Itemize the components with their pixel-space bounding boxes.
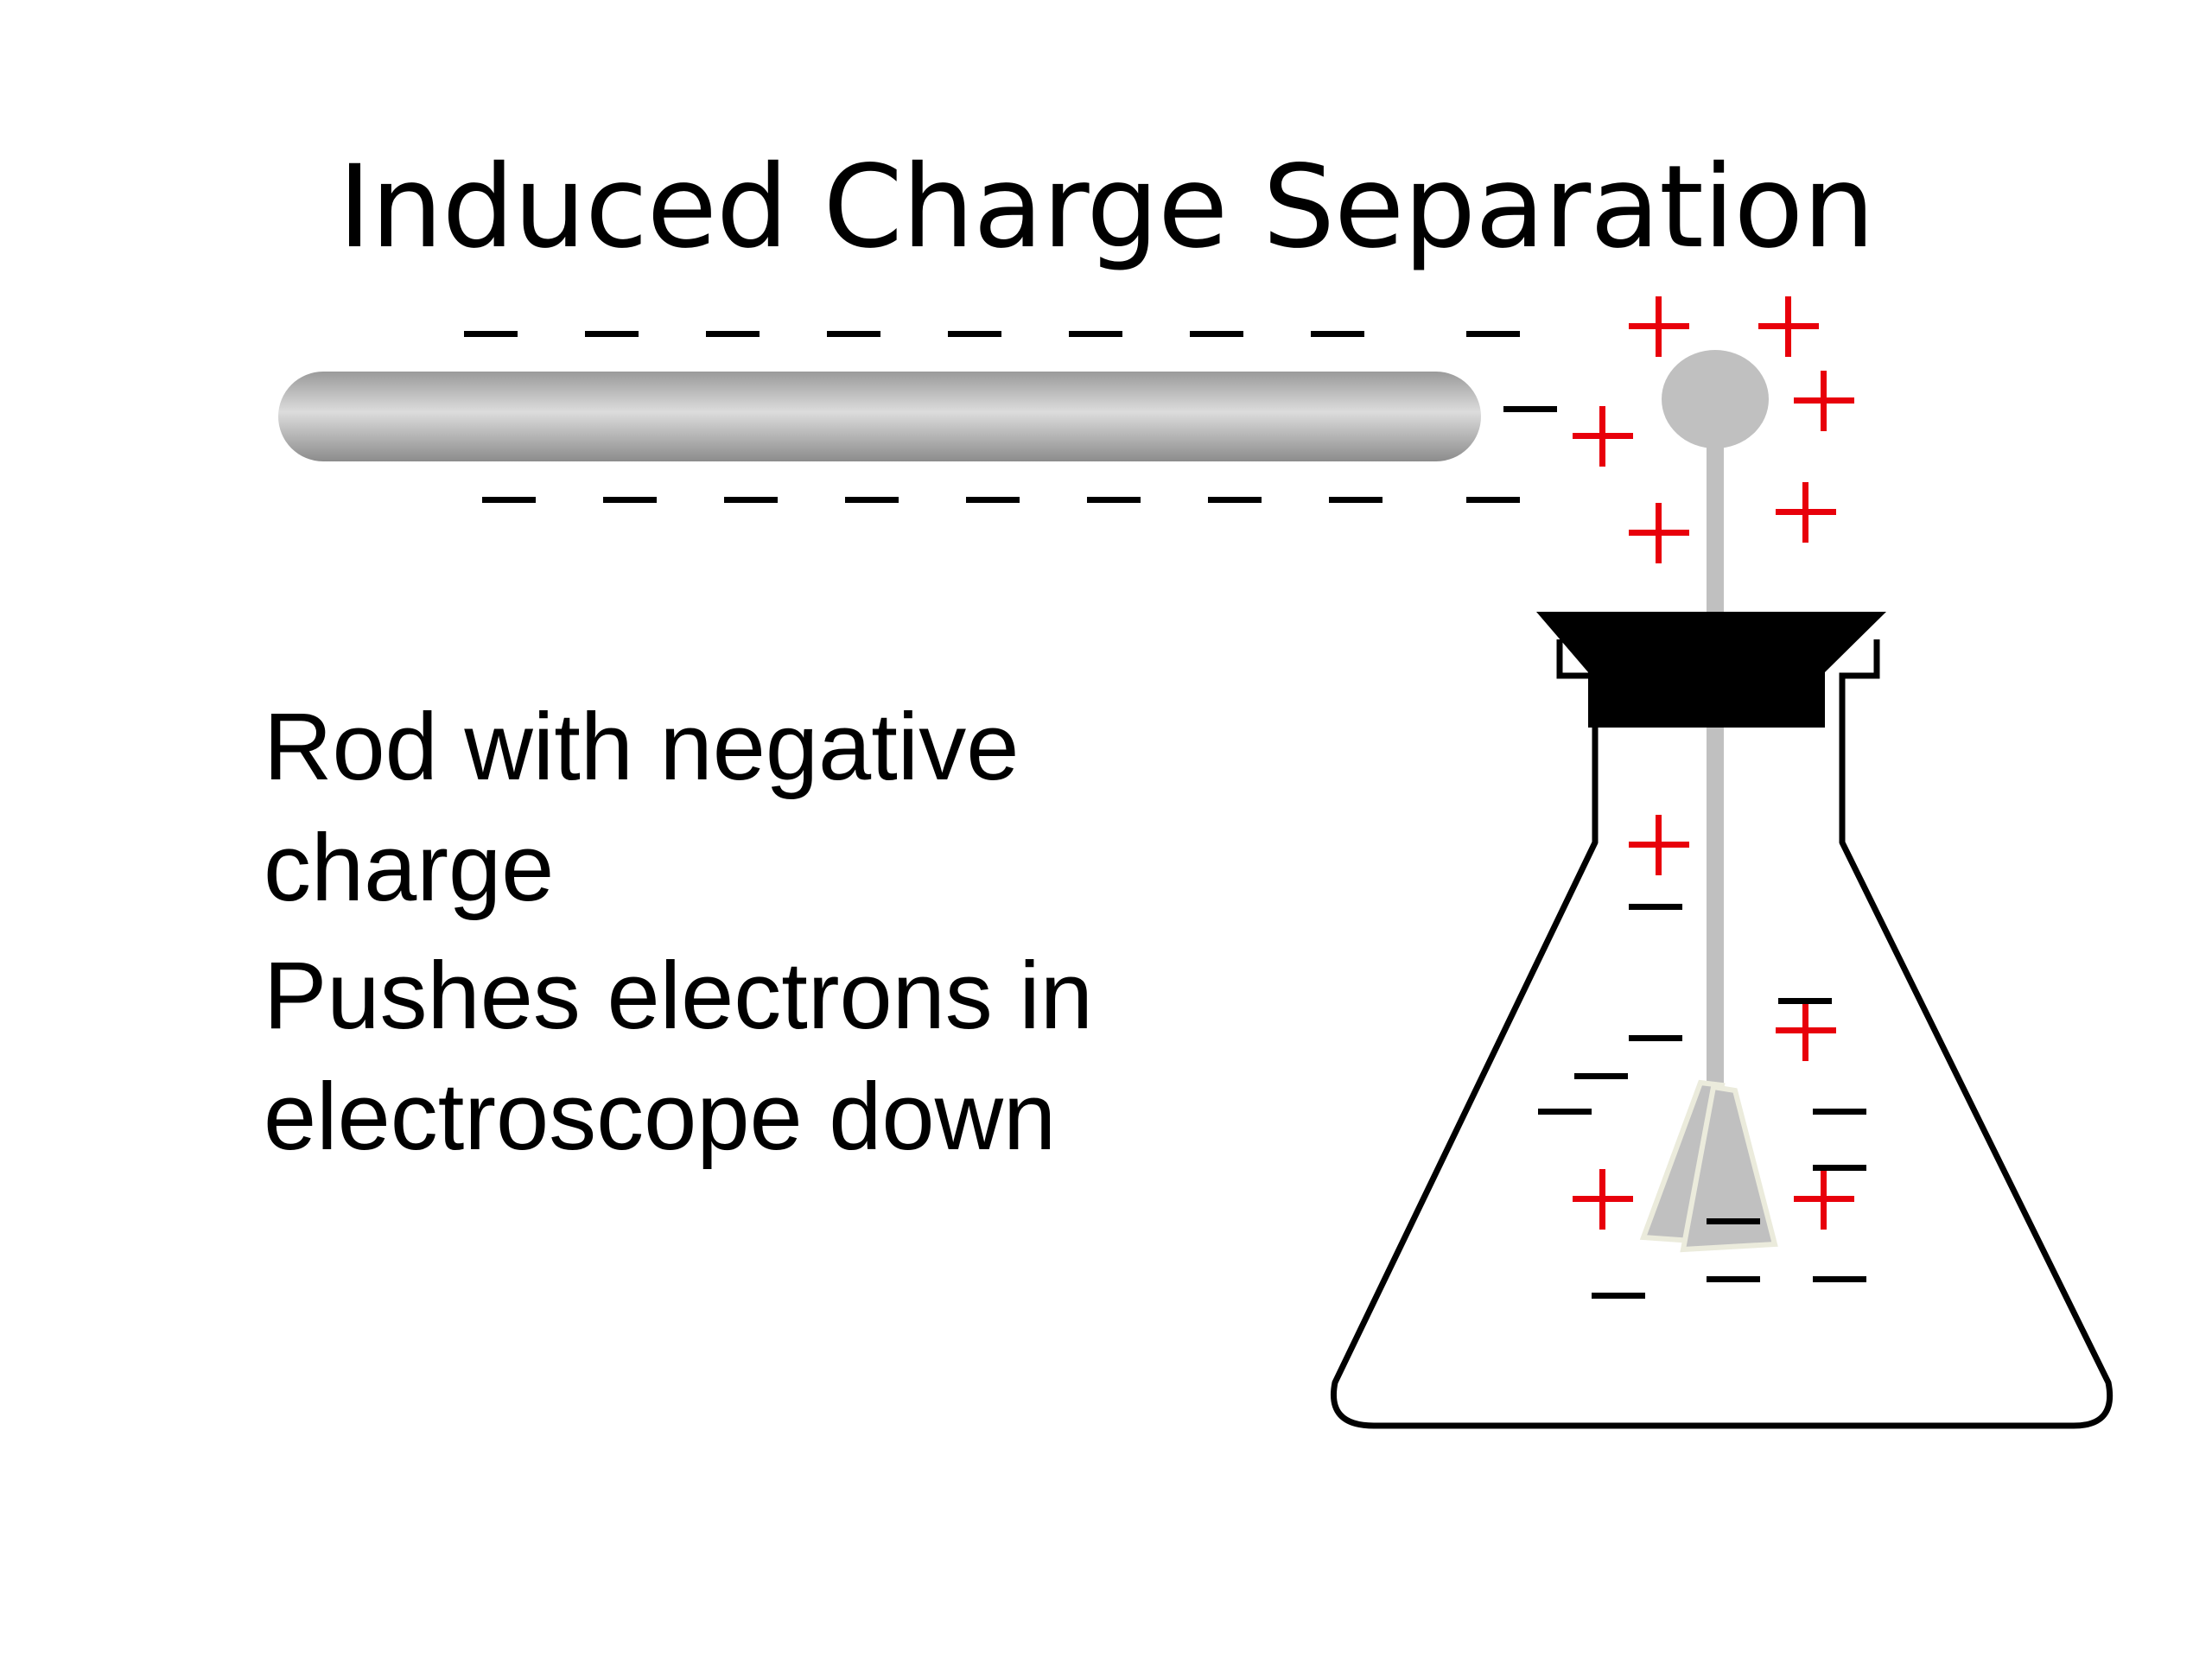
negative-charge bbox=[1087, 497, 1141, 503]
negative-charge bbox=[1778, 998, 1832, 1004]
negative-charge bbox=[1707, 1218, 1760, 1224]
negative-charge bbox=[706, 331, 760, 337]
electroscope-knob bbox=[1662, 350, 1769, 448]
bullet-rod-charge: Rod with negative charge bbox=[264, 694, 1020, 921]
charged-rod bbox=[278, 372, 1481, 461]
negative-charge bbox=[827, 331, 880, 337]
negative-charge bbox=[464, 331, 518, 337]
negative-charge bbox=[1813, 1276, 1866, 1282]
positive-charge bbox=[1776, 482, 1836, 543]
flask-negative-charges bbox=[1538, 904, 1866, 1299]
negative-charge bbox=[1707, 1276, 1760, 1282]
negative-charge bbox=[1629, 1035, 1682, 1041]
negative-charge bbox=[1538, 1109, 1592, 1115]
flask-outline bbox=[1331, 717, 2113, 1429]
negative-charge bbox=[1190, 331, 1243, 337]
electroscope-leaf-right bbox=[1680, 1084, 1778, 1253]
negative-charge bbox=[1069, 331, 1122, 337]
positive-charge bbox=[1629, 815, 1689, 875]
positive-charge bbox=[1629, 503, 1689, 563]
negative-charge bbox=[724, 497, 778, 503]
positive-charge bbox=[1629, 296, 1689, 357]
negative-charge bbox=[603, 497, 657, 503]
negative-charge bbox=[1813, 1109, 1866, 1115]
slide-title: Induced Charge Separation bbox=[338, 141, 1875, 274]
positive-charge bbox=[1573, 406, 1633, 467]
negative-charge bbox=[1629, 904, 1682, 910]
negative-charge bbox=[1208, 497, 1262, 503]
knob-positive-charges bbox=[1573, 296, 1854, 563]
rod-negative-charges bbox=[464, 331, 1557, 503]
negative-charge bbox=[1574, 1073, 1628, 1079]
electroscope-stem bbox=[1707, 436, 1724, 1084]
positive-charge bbox=[1758, 296, 1819, 357]
flask-stopper bbox=[1536, 612, 1886, 728]
negative-charge bbox=[1311, 331, 1364, 337]
negative-charge bbox=[1592, 1293, 1645, 1299]
positive-charge bbox=[1776, 1001, 1836, 1061]
negative-charge bbox=[1466, 331, 1520, 337]
negative-charge bbox=[845, 497, 899, 503]
negative-charge bbox=[966, 497, 1020, 503]
positive-charge bbox=[1794, 371, 1854, 431]
negative-charge bbox=[482, 497, 536, 503]
negative-charge bbox=[1503, 406, 1557, 412]
positive-charge bbox=[1573, 1169, 1633, 1230]
negative-charge bbox=[1813, 1165, 1866, 1171]
flask-positive-charges bbox=[1573, 815, 1854, 1230]
negative-charge bbox=[1329, 497, 1382, 503]
negative-charge bbox=[1466, 497, 1520, 503]
positive-charge bbox=[1794, 1169, 1854, 1230]
negative-charge bbox=[948, 331, 1001, 337]
negative-charge bbox=[585, 331, 639, 337]
bullet-pushes-electrons: Pushes electrons in electroscope down bbox=[264, 943, 1093, 1170]
bullet-list: Rod with negative charge Pushes electron… bbox=[264, 687, 1257, 1185]
